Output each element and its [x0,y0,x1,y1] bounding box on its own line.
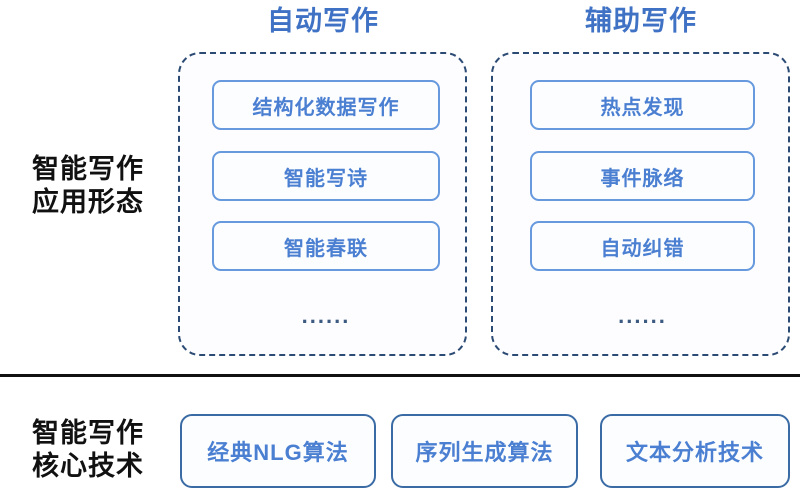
card-text-analysis-technology[interactable]: 文本分析技术 [600,414,790,488]
card-intelligent-couplets[interactable]: 智能春联 [212,221,440,271]
column-title-assisted-writing: 辅助写作 [585,6,697,36]
row-label-core-technology: 智能写作 核心技术 [32,418,144,481]
card-event-context[interactable]: 事件脉络 [530,151,755,201]
ellipsis-automatic-writing: ...... [301,303,351,328]
card-hotspot-discovery[interactable]: 热点发现 [530,80,755,130]
ellipsis-assisted-writing: ...... [618,303,667,328]
card-intelligent-poetry[interactable]: 智能写诗 [212,151,440,201]
column-title-automatic-writing: 自动写作 [267,6,379,36]
card-sequence-generation-algorithm[interactable]: 序列生成算法 [391,414,578,488]
card-structured-data-writing[interactable]: 结构化数据写作 [212,80,440,130]
card-classic-nlg-algorithm[interactable]: 经典NLG算法 [180,414,376,488]
card-automatic-error-correction[interactable]: 自动纠错 [530,221,755,271]
row-label-application-forms: 智能写作 应用形态 [32,154,144,217]
section-divider [0,374,800,377]
